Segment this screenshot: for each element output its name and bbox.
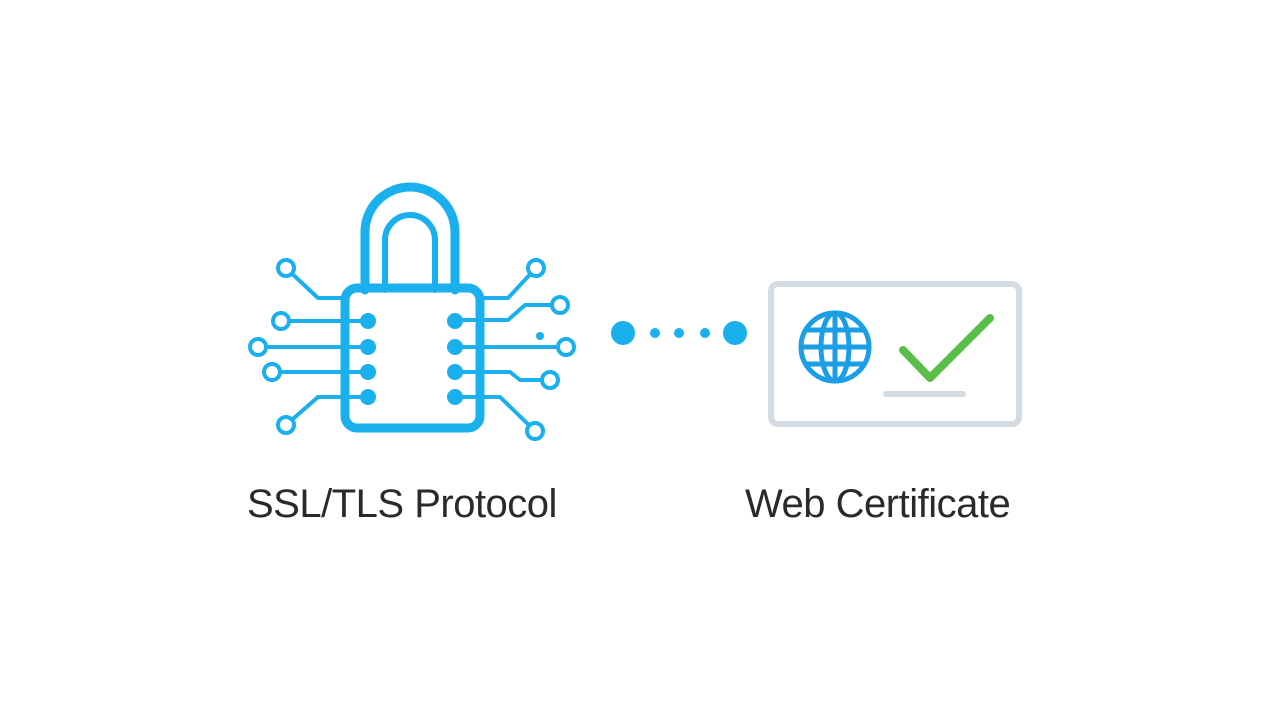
checkmark-icon (899, 314, 994, 382)
web-certificate-label: Web Certificate (745, 482, 1011, 526)
certificate-card-icon (768, 281, 1022, 427)
globe-icon (798, 310, 872, 384)
dotted-connection-icon (611, 321, 747, 345)
ssl-tls-label: SSL/TLS Protocol (247, 482, 557, 526)
circuit-padlock-icon (248, 182, 576, 441)
